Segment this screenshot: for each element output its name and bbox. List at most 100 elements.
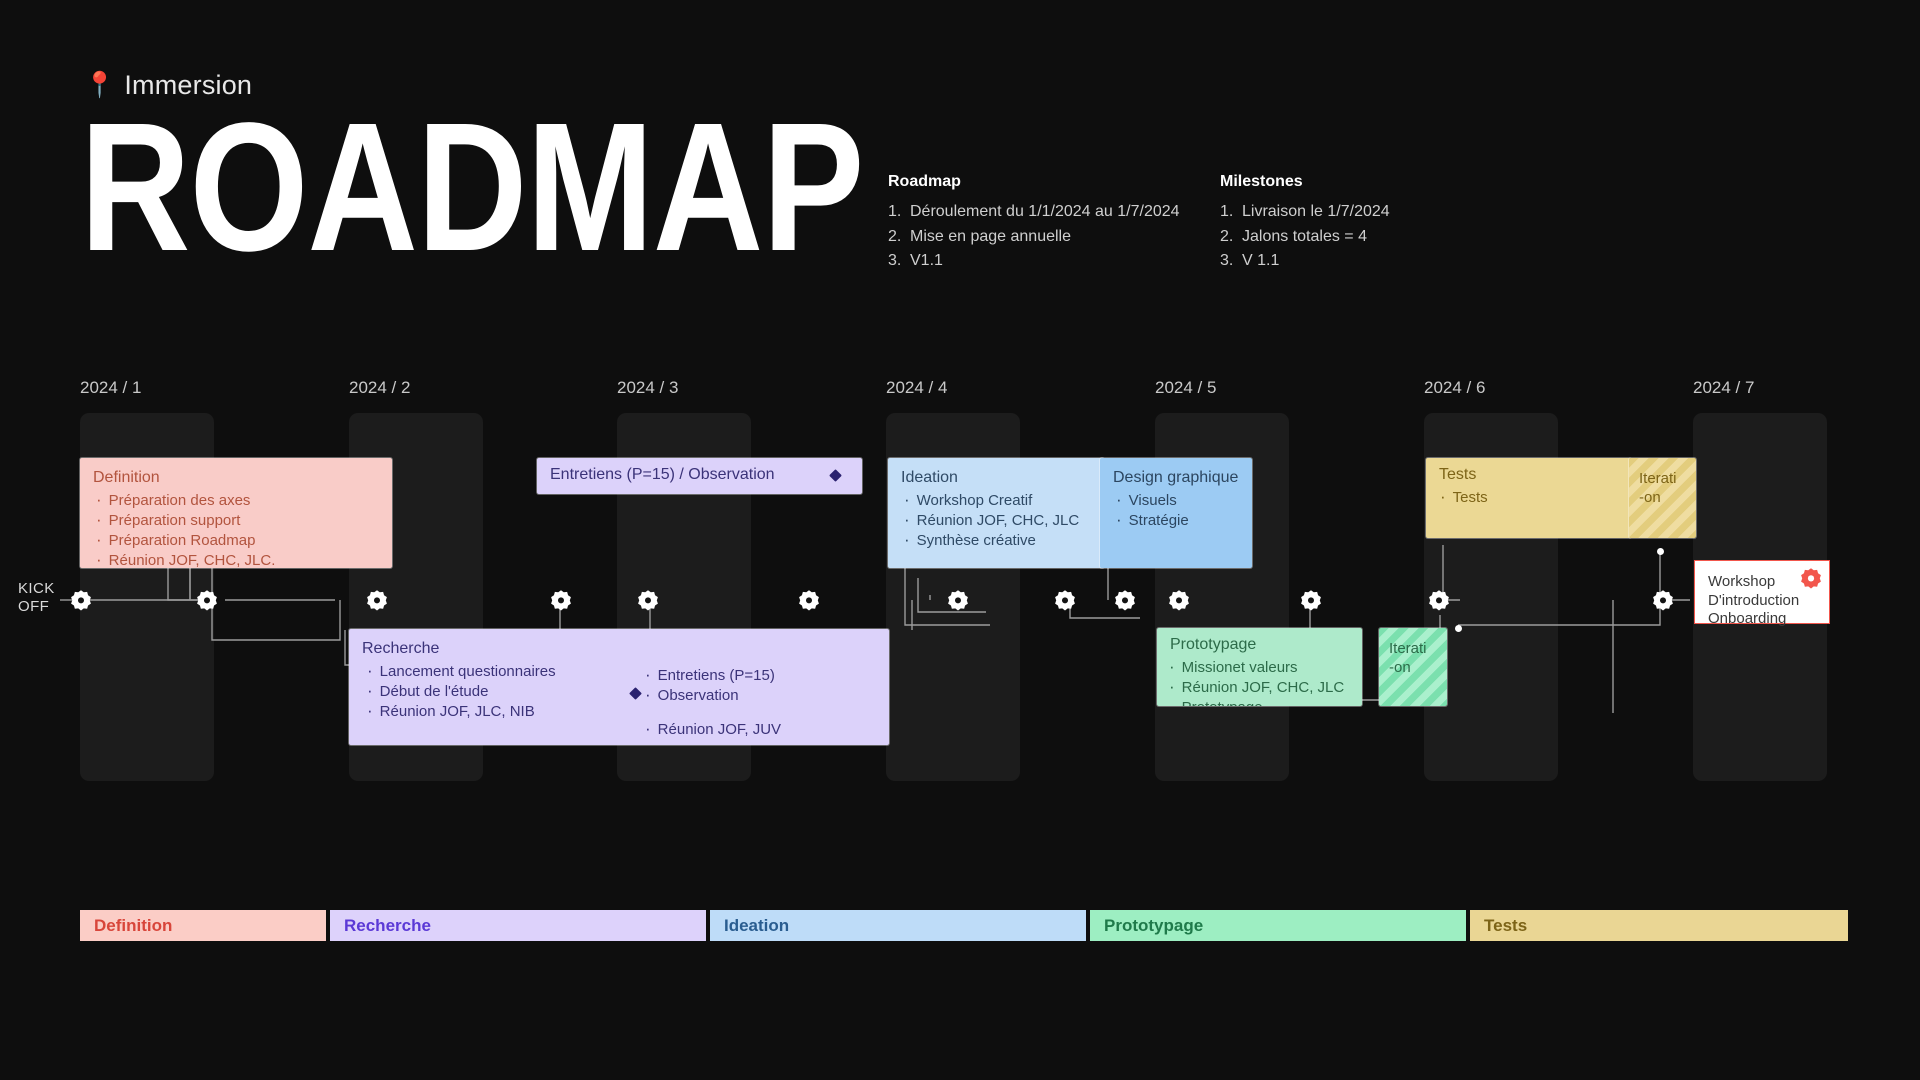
month-label-2: 2024 / 2 xyxy=(349,378,411,397)
info-list-item: 2.Mise en page annuelle xyxy=(888,225,1180,250)
task-bar-ideation-title: Ideation xyxy=(901,469,958,486)
info-list-item: 1. Livraison le 1/7/2024 xyxy=(1220,200,1390,225)
task-bar-definition[interactable]: Definition Préparation des axesPréparati… xyxy=(80,458,392,568)
legend-header-ideation[interactable]: Ideation xyxy=(710,910,1086,941)
milestone-gear-icon[interactable] xyxy=(1300,589,1322,611)
page-title: ROADMAP xyxy=(80,84,864,289)
task-bar-design-items: VisuelsStratégie xyxy=(1100,491,1252,541)
task-bar-design-title: Design graphique xyxy=(1113,469,1239,486)
legend-header-tests[interactable]: Tests xyxy=(1470,910,1848,941)
milestone-gear-icon[interactable] xyxy=(550,589,572,611)
roadmap-info-list: 1. Déroulement du 1/1/2024 au 1/7/2024 2.M… xyxy=(888,200,1180,274)
task-bar-iteration-green[interactable]: Iterati -on xyxy=(1379,628,1447,706)
roadmap-info-heading: Roadmap xyxy=(888,173,961,190)
info-list-item: 1. Déroulement du 1/1/2024 au 1/7/2024 xyxy=(888,200,1180,225)
milestone-gear-icon[interactable] xyxy=(1054,589,1076,611)
task-item: Réunion JOF, CHC, JLC xyxy=(1169,678,1362,698)
task-item: Missionet valeurs xyxy=(1169,658,1362,678)
task-item: Réunion JOF, JUV xyxy=(645,720,781,740)
task-bar-definition-items: Préparation des axesPréparation supportP… xyxy=(80,491,392,568)
milestones-info-heading: Milestones xyxy=(1220,173,1303,190)
info-list-number: 3. xyxy=(888,252,902,269)
page-eyebrow: 📍 Immersion xyxy=(84,70,252,101)
task-item: Préparation des axes xyxy=(96,491,392,511)
task-bar-tests[interactable]: Tests Tests xyxy=(1426,458,1631,538)
task-bar-definition-title: Definition xyxy=(93,469,160,486)
task-bar-prototypage[interactable]: Prototypage Missionet valeursRéunion JOF… xyxy=(1157,628,1362,706)
task-bar-entretiens-observation[interactable]: Entretiens (P=15) / Observation xyxy=(537,458,862,494)
task-item: Entretiens (P=15) xyxy=(645,666,775,686)
legend-header-prototypage[interactable]: Prototypage xyxy=(1090,910,1466,941)
month-label-7: 2024 / 7 xyxy=(1693,378,1755,397)
task-bar-tests-items: Tests xyxy=(1426,488,1631,518)
info-list-number: 1. xyxy=(888,203,902,220)
month-label-6: 2024 / 6 xyxy=(1424,378,1486,397)
info-list-text: V1.1 xyxy=(910,252,943,269)
milestone-gear-icon[interactable] xyxy=(196,589,218,611)
iteration-yellow-line2: -on xyxy=(1639,489,1661,506)
milestone-gear-icon[interactable] xyxy=(1168,589,1190,611)
info-list-number: 1. xyxy=(1220,203,1234,220)
kickoff-label: KICK OFF xyxy=(18,580,55,615)
info-list-text: Jalons totales = 4 xyxy=(1242,227,1367,245)
task-item: Réunion JOF, CHC, JLC xyxy=(904,511,1104,531)
roadmap-info-block: Roadmap 1. Déroulement du 1/1/2024 au 1/7… xyxy=(888,173,1180,274)
task-item: Visuels xyxy=(1116,491,1252,511)
onboarding-line1: Workshop xyxy=(1708,573,1776,590)
milestone-gear-icon[interactable] xyxy=(1428,589,1450,611)
milestone-gear-icon[interactable] xyxy=(1652,589,1674,611)
task-item: Tests xyxy=(1440,488,1631,508)
milestones-info-block: Milestones 1. Livraison le 1/7/2024 2. Jalo… xyxy=(1220,173,1390,274)
month-label-3: 2024 / 3 xyxy=(617,378,679,397)
task-item: Préparation Roadmap xyxy=(96,531,392,551)
task-item: Prototypage xyxy=(1169,698,1362,706)
milestone-gear-icon[interactable] xyxy=(366,589,388,611)
eyebrow-label: Immersion xyxy=(124,70,253,100)
info-list-item: 2. Jalons totales = 4 xyxy=(1220,225,1390,250)
task-item: Stratégie xyxy=(1116,511,1252,531)
onboarding-line2: D'introduction xyxy=(1708,591,1800,609)
info-list-number: 3. xyxy=(1220,252,1234,269)
task-bar-recherche-right-items2: Réunion JOF, JUV xyxy=(645,720,781,740)
task-item: Réunion JOF, JLC, NIB xyxy=(367,702,889,722)
task-bar-iteration-yellow[interactable]: Iterati -on xyxy=(1629,458,1696,538)
task-item: Lancement questionnaires xyxy=(367,662,889,682)
month-label-1: 2024 / 1 xyxy=(80,378,142,397)
iteration-yellow-line1: Iterati xyxy=(1639,470,1677,487)
month-label-4: 2024 / 4 xyxy=(886,378,948,397)
info-list-item: 3. V 1.1 xyxy=(1220,249,1390,274)
month-label-5: 2024 / 5 xyxy=(1155,378,1217,397)
info-list-text: Déroulement du 1/1/2024 au 1/7/2024 xyxy=(910,203,1180,220)
milestones-info-list: 1. Livraison le 1/7/2024 2. Jalons totales … xyxy=(1220,200,1390,274)
task-item: Workshop Creatif xyxy=(904,491,1104,511)
legend-header-definition[interactable]: Definition xyxy=(80,910,326,941)
task-bar-recherche[interactable]: Recherche Lancement questionnairesDébut … xyxy=(349,629,889,745)
info-list-item: 3. V1.1 xyxy=(888,249,1180,274)
task-bar-entretiens-title: Entretiens (P=15) / Observation xyxy=(550,466,775,483)
milestone-gear-icon[interactable] xyxy=(947,589,969,611)
milestone-gear-icon[interactable] xyxy=(70,589,92,611)
iteration-green-line2: -on xyxy=(1389,659,1411,676)
milestone-gear-icon[interactable] xyxy=(637,589,659,611)
task-item: Observation xyxy=(645,686,775,706)
task-bar-ideation[interactable]: Ideation Workshop CreatifRéunion JOF, CH… xyxy=(888,458,1104,568)
milestone-dot xyxy=(1657,548,1664,555)
task-card-onboarding[interactable]: Workshop D'introduction Onboarding xyxy=(1694,560,1830,627)
info-list-number: 2. xyxy=(1220,227,1234,245)
task-bar-design-graphique[interactable]: Design graphique VisuelsStratégie xyxy=(1100,458,1252,568)
milestone-gear-icon[interactable] xyxy=(798,589,820,611)
task-bar-prototypage-items: Missionet valeursRéunion JOF, CHC, JLCPr… xyxy=(1157,658,1362,706)
iteration-green-line1: Iterati xyxy=(1389,640,1427,657)
milestone-gear-icon[interactable] xyxy=(1114,589,1136,611)
onboarding-line3: Onboarding xyxy=(1708,610,1787,627)
info-list-number: 2. xyxy=(888,227,902,245)
task-bar-recherche-items: Lancement questionnairesDébut de l'étude… xyxy=(349,662,889,732)
info-list-text: V 1.1 xyxy=(1242,252,1280,269)
legend-header-recherche[interactable]: Recherche xyxy=(330,910,706,941)
task-bar-recherche-title: Recherche xyxy=(362,640,440,657)
task-bar-ideation-items: Workshop CreatifRéunion JOF, CHC, JLCSyn… xyxy=(888,491,1104,561)
task-bar-recherche-right-items: Entretiens (P=15)Observation xyxy=(645,666,775,706)
task-item: Préparation support xyxy=(96,511,392,531)
info-list-text: Livraison le 1/7/2024 xyxy=(1242,203,1390,220)
